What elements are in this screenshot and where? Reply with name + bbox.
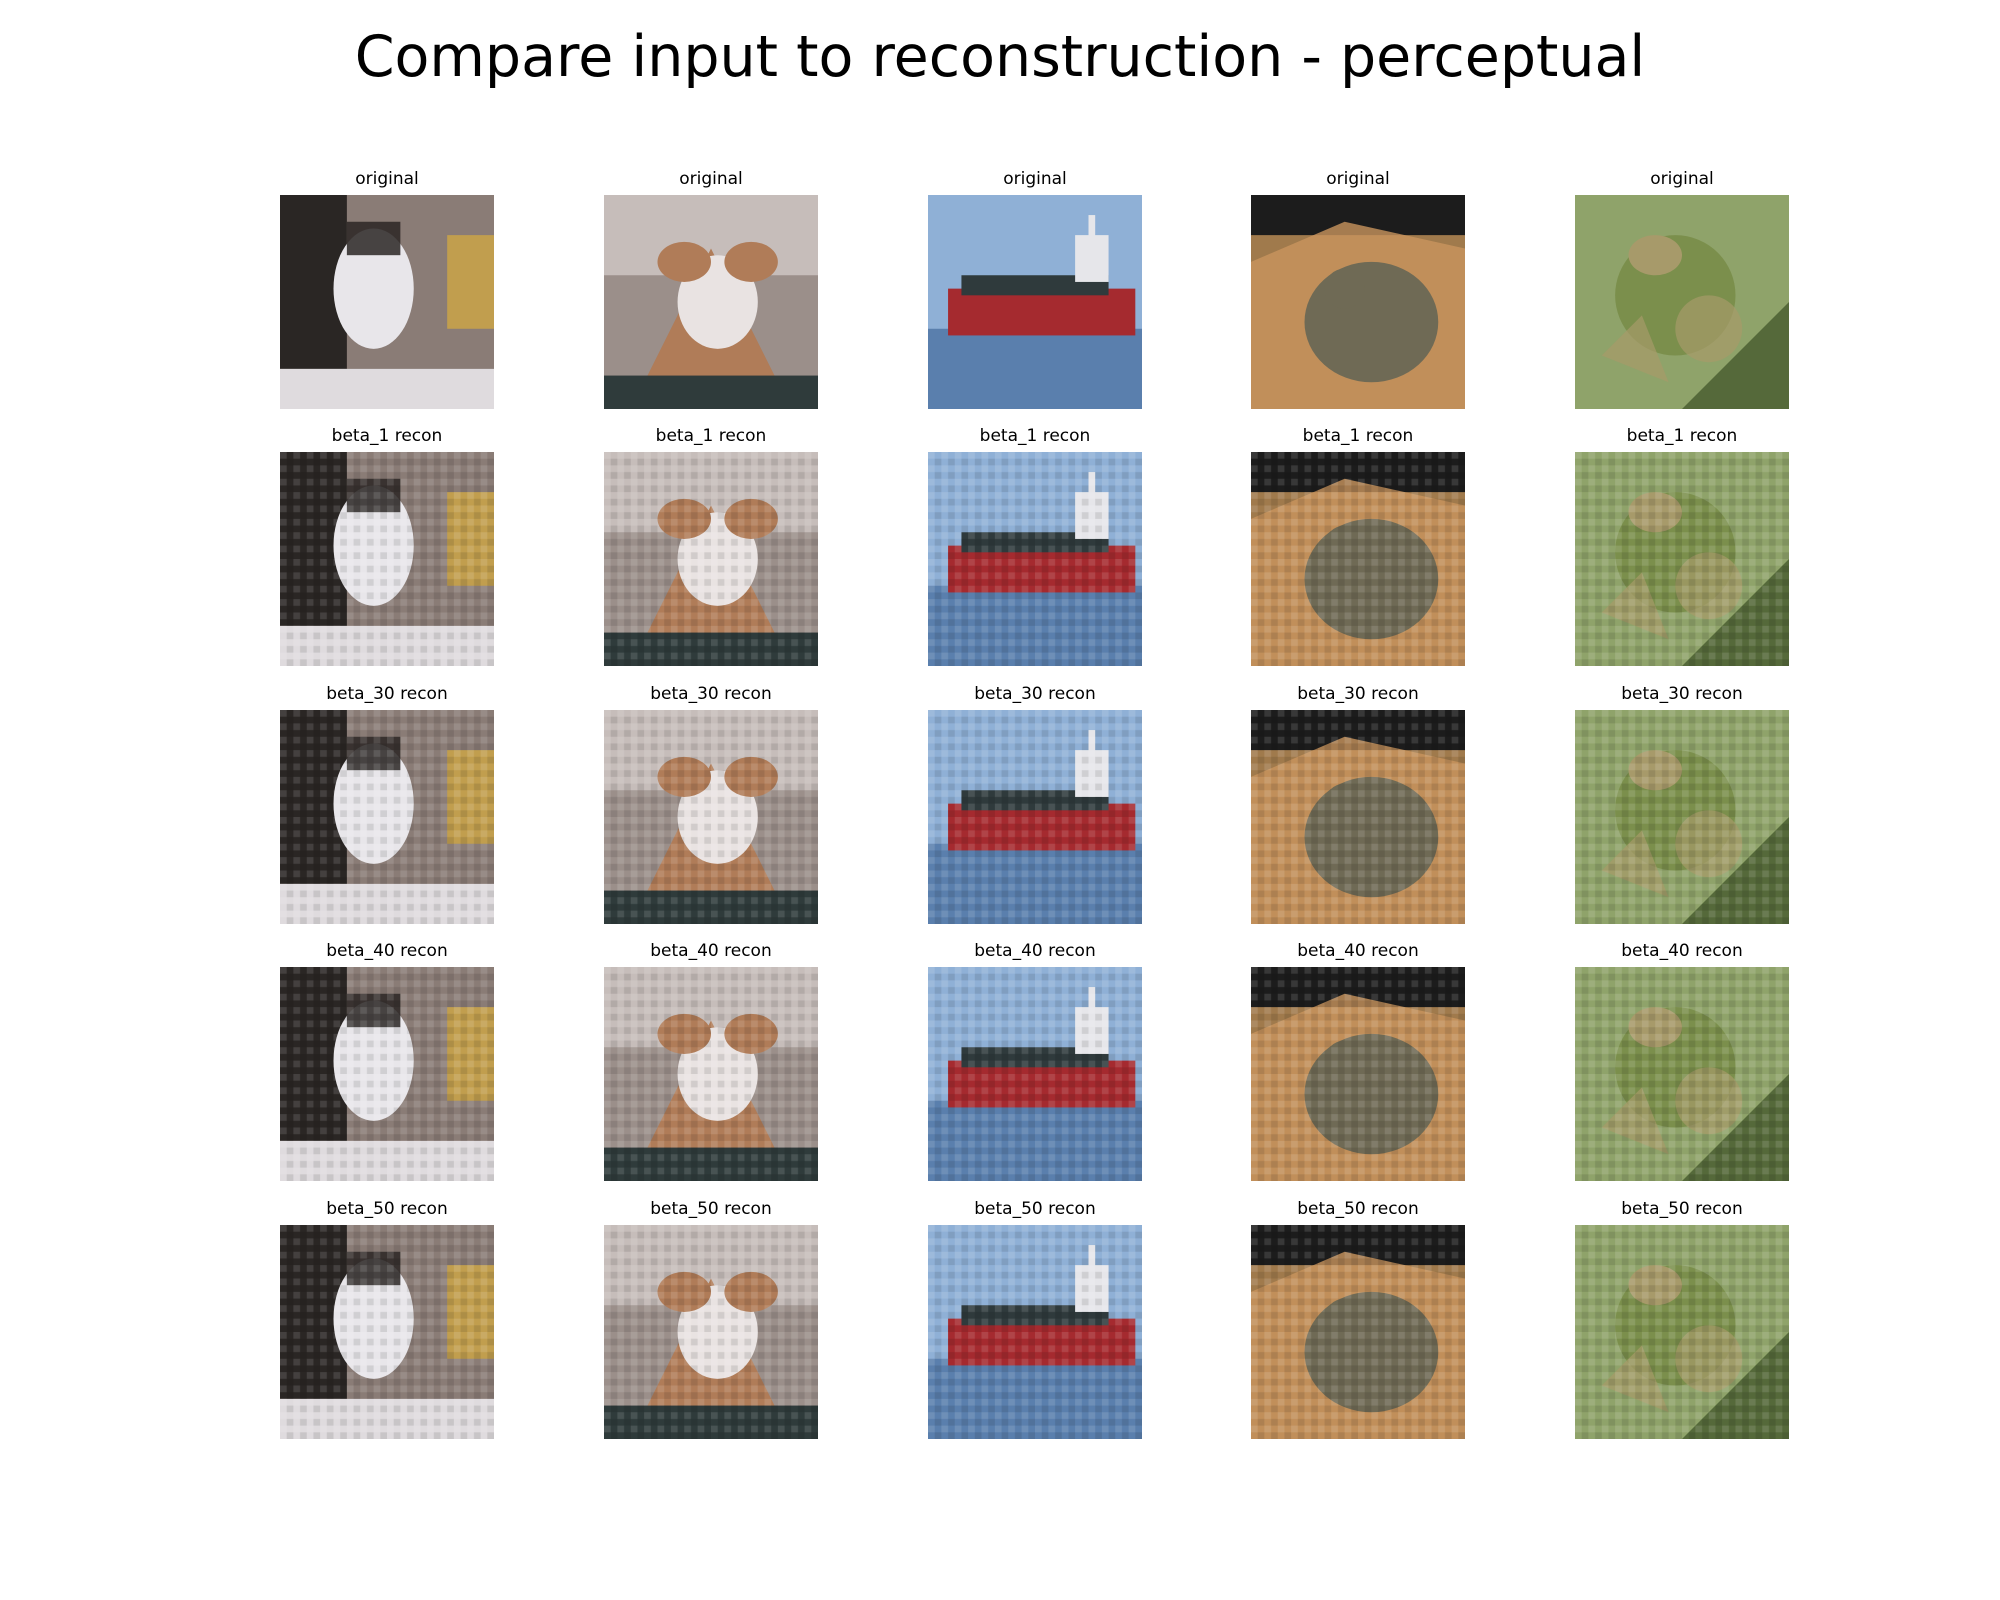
panel-label: beta_30 recon — [326, 684, 448, 704]
panel-label: beta_50 recon — [1621, 1199, 1743, 1219]
reconstruction-dog-image — [604, 1225, 818, 1439]
panel-label: beta_1 recon — [979, 426, 1091, 446]
image-panel: beta_40 recon — [928, 941, 1142, 1181]
reconstruction-dog-image — [604, 452, 818, 666]
image-panel: beta_50 recon — [604, 1199, 818, 1439]
panel-label: original — [679, 169, 743, 189]
panel-label: beta_40 recon — [1297, 941, 1419, 961]
image-panel: beta_30 recon — [280, 684, 494, 924]
image-panel: beta_1 recon — [1575, 426, 1789, 666]
image-panel: beta_40 recon — [280, 941, 494, 1181]
panel-label: beta_30 recon — [1621, 684, 1743, 704]
reconstruction-cat-image — [280, 710, 494, 924]
panel-label: original — [1003, 169, 1067, 189]
panel-label: beta_40 recon — [326, 941, 448, 961]
reconstruction-cat-image — [280, 1225, 494, 1439]
image-panel: beta_40 recon — [1251, 941, 1465, 1181]
panel-label: beta_50 recon — [974, 1199, 1096, 1219]
panel-label: beta_30 recon — [974, 684, 1096, 704]
reconstruction-dog-image — [604, 967, 818, 1181]
image-panel: beta_1 recon — [280, 426, 494, 666]
image-panel: beta_1 recon — [928, 426, 1142, 666]
reconstruction-frog-image — [1575, 1225, 1789, 1439]
image-panel: original — [1251, 169, 1465, 409]
reconstruction-frog-image — [1575, 967, 1789, 1181]
image-panel: beta_40 recon — [604, 941, 818, 1181]
image-panel: beta_1 recon — [604, 426, 818, 666]
panel-label: original — [1650, 169, 1714, 189]
reconstruction-frog-image — [1251, 967, 1465, 1181]
panel-label: beta_30 recon — [1297, 684, 1419, 704]
original-ship-image — [928, 195, 1142, 409]
image-panel: beta_50 recon — [1251, 1199, 1465, 1439]
figure-title: Compare input to reconstruction - percep… — [354, 24, 1646, 90]
image-panel: original — [928, 169, 1142, 409]
reconstruction-frog-image — [1251, 710, 1465, 924]
image-panel: beta_50 recon — [928, 1199, 1142, 1439]
panel-label: beta_1 recon — [655, 426, 767, 446]
image-panel: beta_40 recon — [1575, 941, 1789, 1181]
panel-label: beta_50 recon — [326, 1199, 448, 1219]
reconstruction-frog-image — [1251, 452, 1465, 666]
reconstruction-dog-image — [604, 710, 818, 924]
panel-label: beta_40 recon — [1621, 941, 1743, 961]
reconstruction-ship-image — [928, 452, 1142, 666]
reconstruction-ship-image — [928, 710, 1142, 924]
reconstruction-frog-image — [1575, 710, 1789, 924]
image-panel: beta_50 recon — [1575, 1199, 1789, 1439]
panel-label: beta_30 recon — [650, 684, 772, 704]
reconstruction-ship-image — [928, 1225, 1142, 1439]
original-frog-image — [1575, 195, 1789, 409]
reconstruction-ship-image — [928, 967, 1142, 1181]
reconstruction-frog-image — [1575, 452, 1789, 666]
panel-label: beta_50 recon — [1297, 1199, 1419, 1219]
panel-label: beta_50 recon — [650, 1199, 772, 1219]
image-panel: beta_30 recon — [604, 684, 818, 924]
panel-label: beta_1 recon — [331, 426, 443, 446]
image-panel: beta_30 recon — [928, 684, 1142, 924]
image-panel: beta_30 recon — [1575, 684, 1789, 924]
original-frog-image — [1251, 195, 1465, 409]
panel-label: beta_40 recon — [650, 941, 772, 961]
original-dog-image — [604, 195, 818, 409]
reconstruction-cat-image — [280, 967, 494, 1181]
panel-label: original — [355, 169, 419, 189]
image-panel: beta_50 recon — [280, 1199, 494, 1439]
panel-label: beta_40 recon — [974, 941, 1096, 961]
image-panel: beta_30 recon — [1251, 684, 1465, 924]
panel-label: beta_1 recon — [1626, 426, 1738, 446]
reconstruction-cat-image — [280, 452, 494, 666]
original-cat-image — [280, 195, 494, 409]
panel-label: original — [1326, 169, 1390, 189]
panel-label: beta_1 recon — [1302, 426, 1414, 446]
image-panel: beta_1 recon — [1251, 426, 1465, 666]
image-panel: original — [1575, 169, 1789, 409]
reconstruction-frog-image — [1251, 1225, 1465, 1439]
image-panel: original — [604, 169, 818, 409]
image-panel: original — [280, 169, 494, 409]
